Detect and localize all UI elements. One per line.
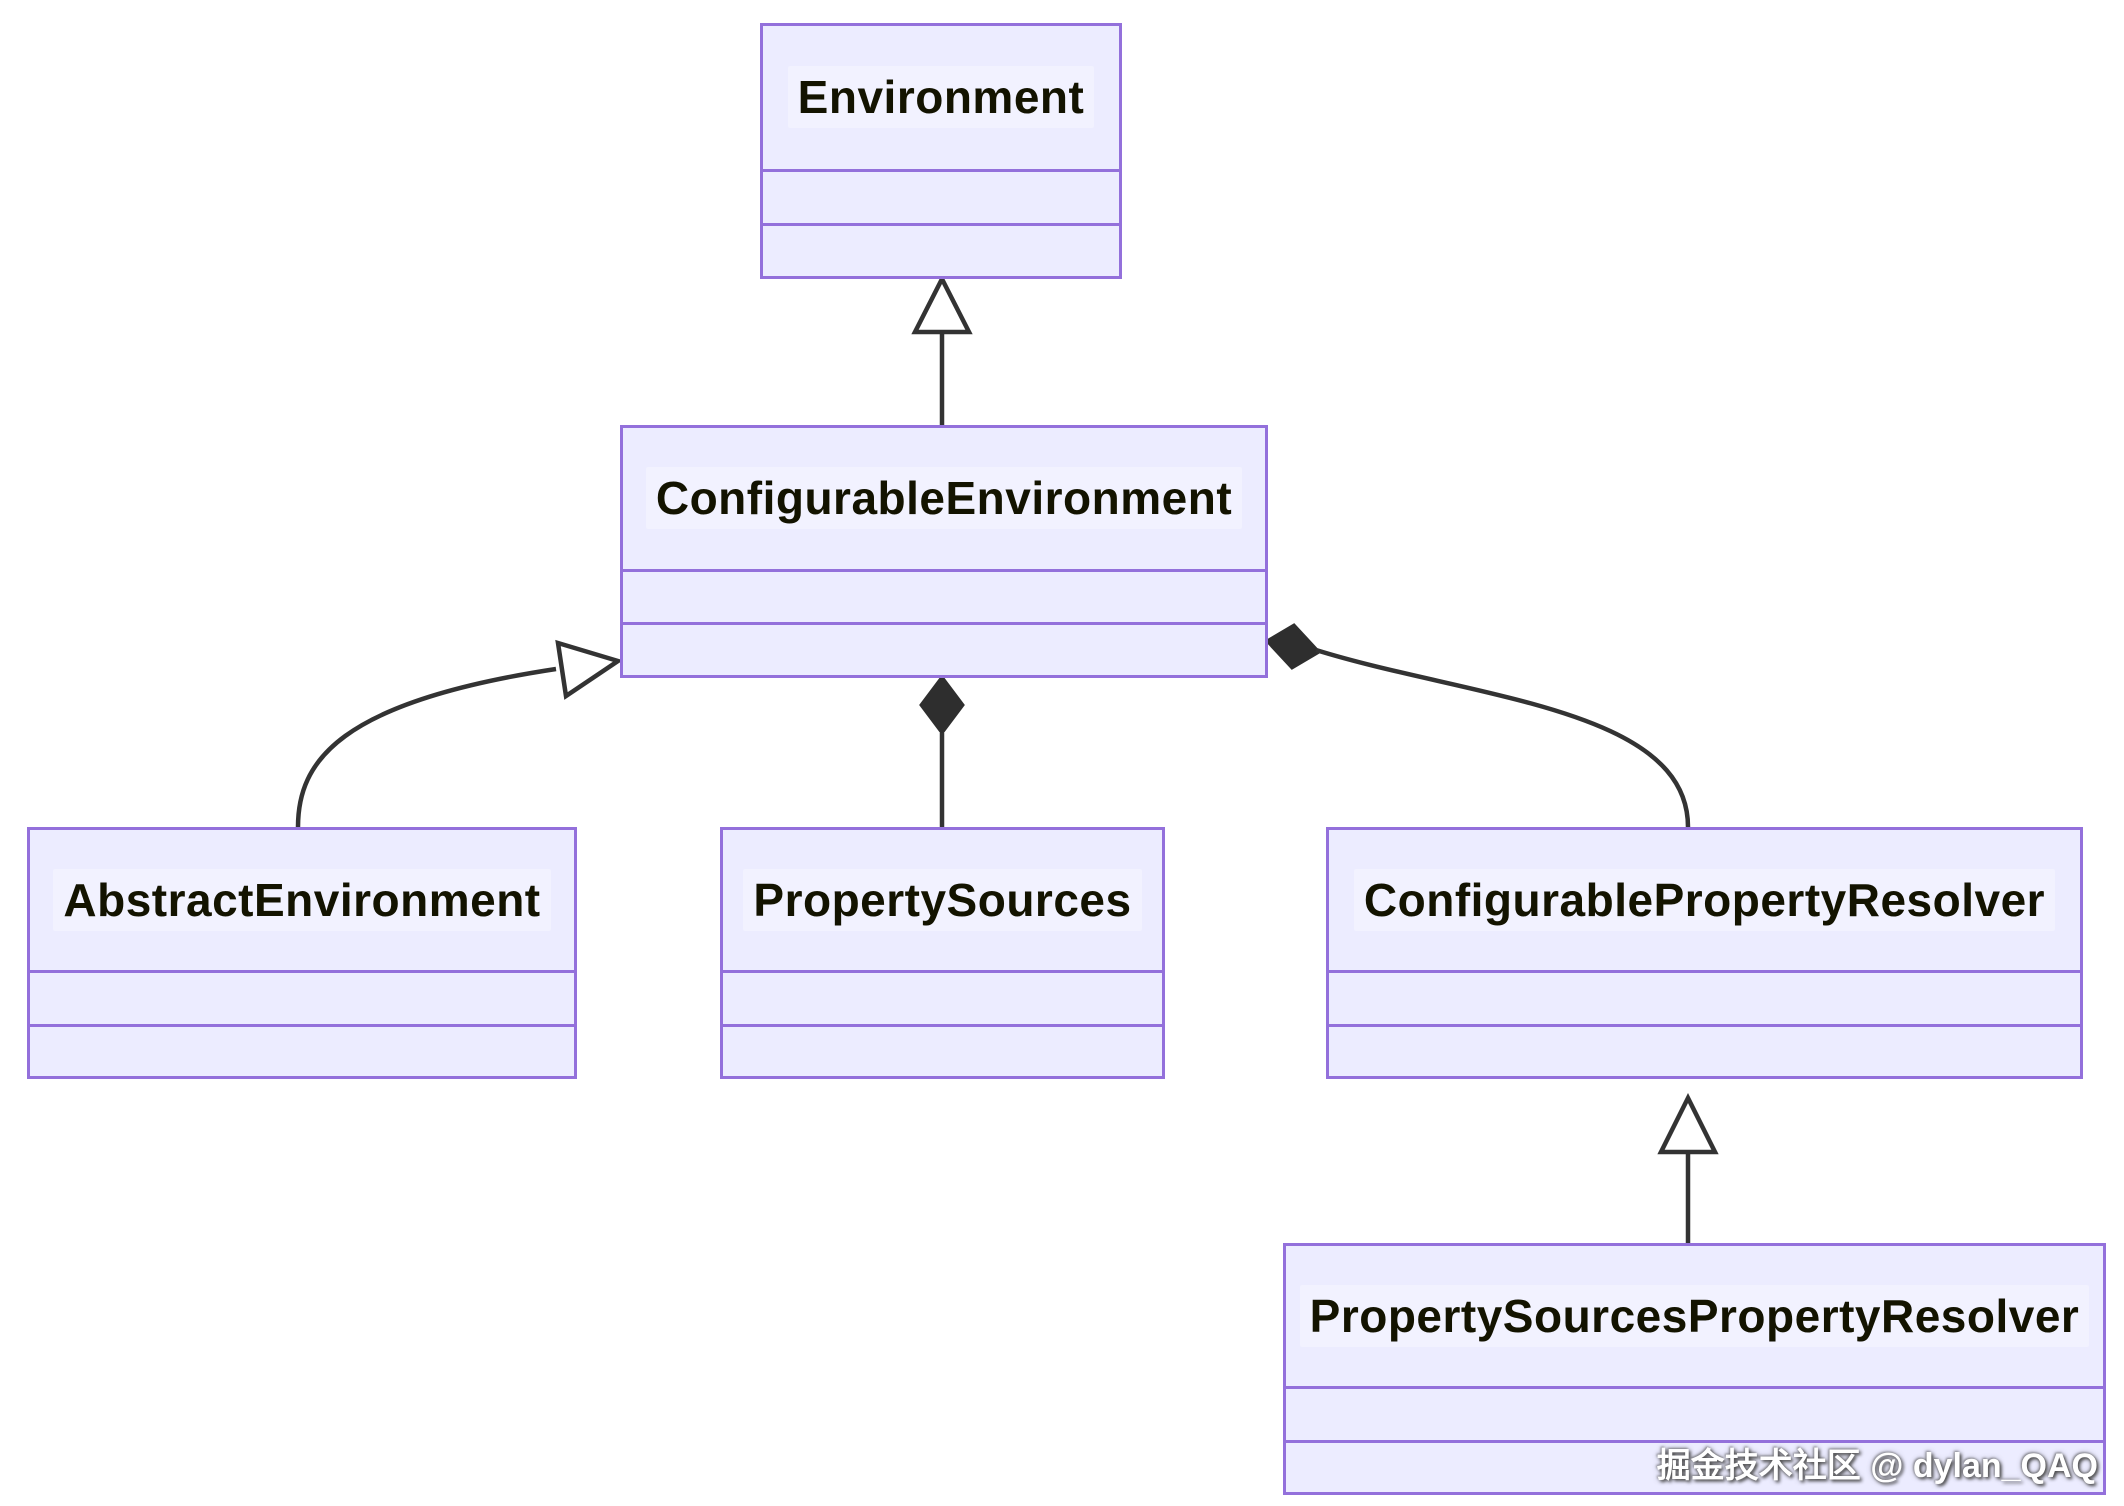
class-methods-compartment bbox=[723, 1023, 1162, 1076]
class-title: ConfigurableEnvironment bbox=[623, 428, 1265, 569]
class-fields-compartment bbox=[1329, 970, 2080, 1023]
class-title-label: ConfigurableEnvironment bbox=[645, 467, 1243, 530]
class-title: PropertySources bbox=[723, 830, 1162, 970]
class-box-configurable-environment: ConfigurableEnvironment bbox=[620, 425, 1268, 678]
edge-propertysourcespropertyresolver-configurablepropertyresolver bbox=[1657, 1092, 1719, 1243]
watermark: 掘金技术社区 @ dylan_QAQ bbox=[1656, 1447, 2098, 1485]
class-box-property-sources: PropertySources bbox=[720, 827, 1165, 1079]
class-box-configurable-property-resolver: ConfigurablePropertyResolver bbox=[1326, 827, 2083, 1079]
hollow-triangle-arrowhead-icon bbox=[1657, 1092, 1719, 1155]
class-title: PropertySourcesPropertyResolver bbox=[1286, 1246, 2103, 1386]
class-title: ConfigurablePropertyResolver bbox=[1329, 830, 2080, 970]
class-title-label: PropertySources bbox=[743, 869, 1142, 932]
class-fields-compartment bbox=[1286, 1386, 2103, 1439]
class-methods-compartment bbox=[1329, 1023, 2080, 1076]
class-title-label: AbstractEnvironment bbox=[53, 869, 551, 932]
class-fields-compartment bbox=[763, 168, 1119, 223]
edge-configurableenvironment-propertysources bbox=[919, 674, 965, 827]
hollow-triangle-arrowhead-icon bbox=[911, 274, 973, 335]
composition-diamond-icon bbox=[1264, 623, 1322, 670]
class-box-property-sources-property-resolver: PropertySourcesPropertyResolver bbox=[1283, 1243, 2106, 1495]
edge-abstractenvironment-configurableenvironment bbox=[295, 639, 624, 828]
edge-configurableenvironment-configurablepropertyresolver bbox=[1264, 623, 1691, 828]
class-title: AbstractEnvironment bbox=[30, 830, 574, 970]
composition-diamond-icon bbox=[919, 674, 965, 736]
class-title: Environment bbox=[763, 26, 1119, 169]
class-box-environment: Environment bbox=[760, 23, 1122, 279]
class-methods-compartment bbox=[623, 622, 1265, 675]
class-fields-compartment bbox=[30, 970, 574, 1023]
edge-configurableenvironment-environment bbox=[911, 274, 973, 425]
class-methods-compartment bbox=[1286, 1439, 2103, 1492]
class-fields-compartment bbox=[623, 568, 1265, 623]
hollow-triangle-arrowhead-icon bbox=[555, 639, 624, 700]
class-title-label: ConfigurablePropertyResolver bbox=[1353, 869, 2056, 932]
class-box-abstract-environment: AbstractEnvironment bbox=[27, 827, 577, 1079]
class-title-label: PropertySourcesPropertyResolver bbox=[1299, 1285, 2090, 1348]
class-methods-compartment bbox=[30, 1023, 574, 1076]
class-fields-compartment bbox=[723, 970, 1162, 1023]
class-title-label: Environment bbox=[787, 66, 1095, 129]
class-methods-compartment bbox=[763, 222, 1119, 276]
